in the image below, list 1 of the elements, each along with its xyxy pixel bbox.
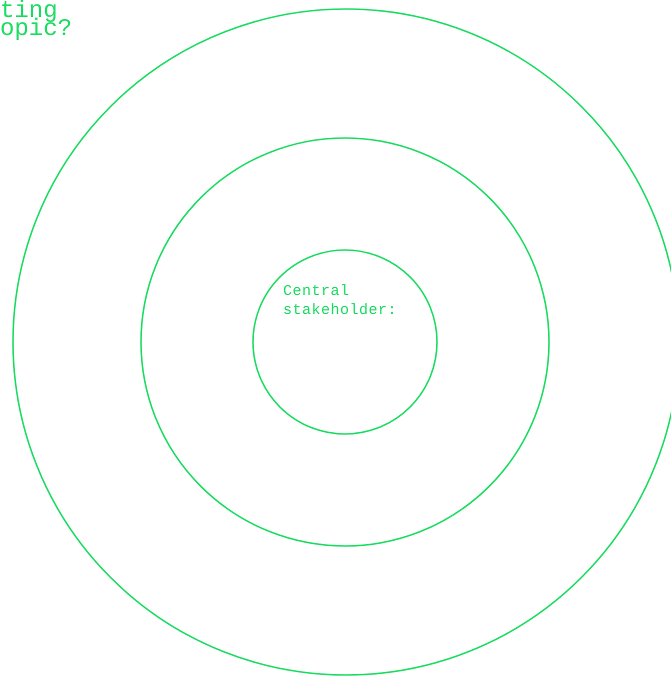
node-label: Central stakeholder: <box>283 282 398 320</box>
